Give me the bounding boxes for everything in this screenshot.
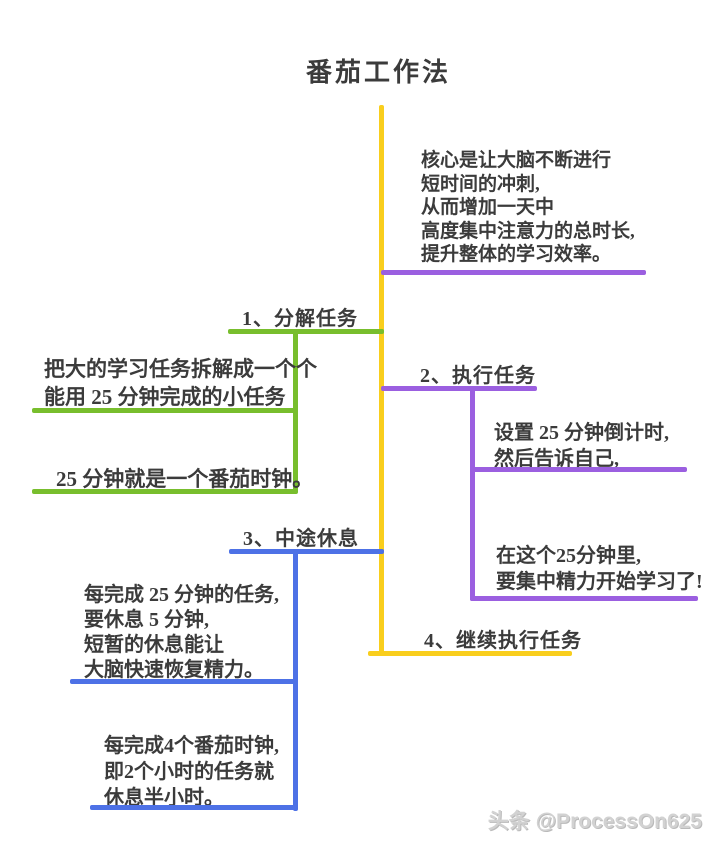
branch4-underline (368, 651, 572, 656)
branch2-note1-underline (470, 467, 687, 472)
watermark-text: 头条 @ProcessOn625 (487, 810, 702, 833)
branch2-note2-text: 在这个25分钟里, 要集中精力开始学习了! (496, 545, 703, 593)
branch1-note2-underline (32, 489, 297, 494)
branch3-note1-text: 每完成 25 分钟的任务, 要休息 5 分钟, 短暂的休息能让 大脑快速恢复精力… (84, 584, 279, 681)
branch3-connector-line (229, 549, 384, 554)
mindmap-title: 番茄工作法 (306, 58, 452, 87)
branch2-connector-line (381, 386, 537, 391)
branch3-note2-text: 每完成4个番茄时钟, 即2个小时的任务就 休息半小时。 (104, 735, 279, 809)
branch3-note2-underline (90, 805, 298, 810)
branch1-connector-line (228, 329, 384, 334)
branch3-label: 3、中途休息 (243, 528, 359, 550)
branch2-note2-underline (470, 596, 698, 601)
trunk-vertical-line (379, 105, 384, 656)
branch1-note1-underline (32, 408, 297, 413)
branch1-note1-text: 把大的学习任务拆解成一个个 能用 25 分钟完成的小任务 (44, 357, 317, 409)
branch2-note1-text: 设置 25 分钟倒计时, 然后告诉自己, (494, 422, 669, 470)
core-note-underline (381, 270, 646, 275)
branch1-note2-text: 25 分钟就是一个番茄时钟。 (56, 467, 314, 491)
branch2-vertical-line (470, 386, 475, 601)
branch1-label: 1、分解任务 (242, 308, 358, 330)
branch4-label: 4、继续执行任务 (424, 630, 582, 652)
core-note-text: 核心是让大脑不断进行 短时间的冲刺, 从而增加一天中 高度集中注意力的总时长, … (421, 150, 635, 265)
branch3-note1-underline (70, 679, 298, 684)
branch2-label: 2、执行任务 (420, 365, 536, 387)
